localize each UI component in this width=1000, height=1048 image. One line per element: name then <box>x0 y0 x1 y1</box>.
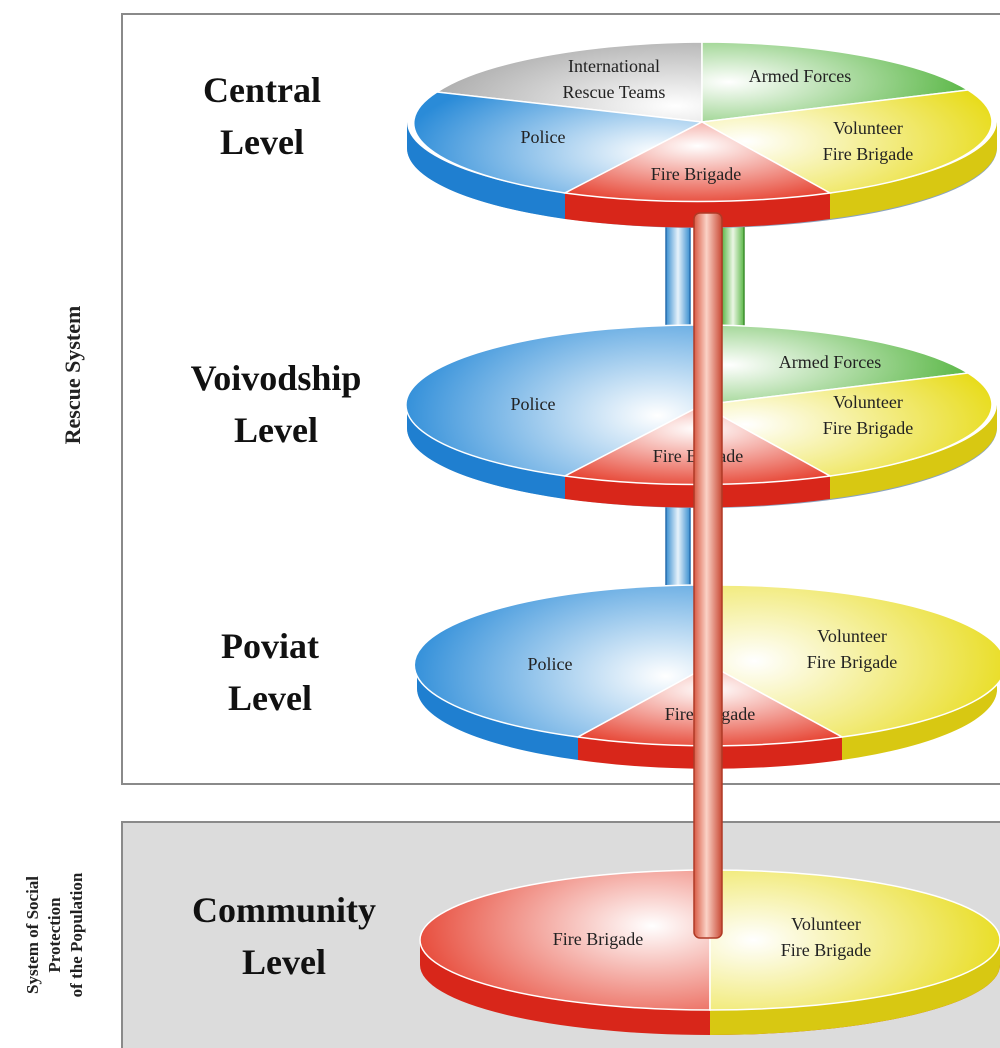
central-level-title-line1: Central <box>203 70 321 110</box>
poviat-level-title-line1: Poviat <box>221 626 319 666</box>
poviat-level-disc <box>413 584 1000 769</box>
social-protection-label-line2: Protection <box>45 897 64 973</box>
voivodship-level-title-line2: Level <box>234 410 318 450</box>
segment-label: Police <box>521 127 566 147</box>
community-level-title-line2: Level <box>242 942 326 982</box>
segment-label: Volunteer <box>833 392 903 412</box>
rescue-system-label: Rescue System <box>60 306 85 445</box>
community-level-title-line1: Community <box>192 890 376 930</box>
central-level-title-line2: Level <box>220 122 304 162</box>
fire-brigade-pole <box>693 212 723 939</box>
social-protection-label-line1: System of Social <box>23 876 42 994</box>
segment-label: Volunteer <box>791 914 861 934</box>
segment-label: Armed Forces <box>749 66 851 86</box>
segment-label: Rescue Teams <box>563 82 666 102</box>
segment-label: Volunteer <box>833 118 903 138</box>
segment-label: Fire Brigade <box>807 652 897 672</box>
segment-label: Police <box>528 654 573 674</box>
segment-label: Fire Brigade <box>823 144 913 164</box>
segment-label: Fire Brigade <box>651 164 741 184</box>
segment-label: Armed Forces <box>779 352 881 372</box>
segment-label: Fire Brigade <box>823 418 913 438</box>
social-protection-label-line3: of the Population <box>67 872 86 997</box>
segment-label: Fire Brigade <box>781 940 871 960</box>
central-level-disc <box>406 41 997 228</box>
segment-label: International <box>568 56 660 76</box>
segment-label: Police <box>511 394 556 414</box>
segment-label: Fire Brigade <box>553 929 643 949</box>
community-level-disc <box>419 869 1000 1035</box>
voivodship-level-title-line1: Voivodship <box>191 358 362 398</box>
poviat-level-title-line2: Level <box>228 678 312 718</box>
segment-label: Volunteer <box>817 626 887 646</box>
